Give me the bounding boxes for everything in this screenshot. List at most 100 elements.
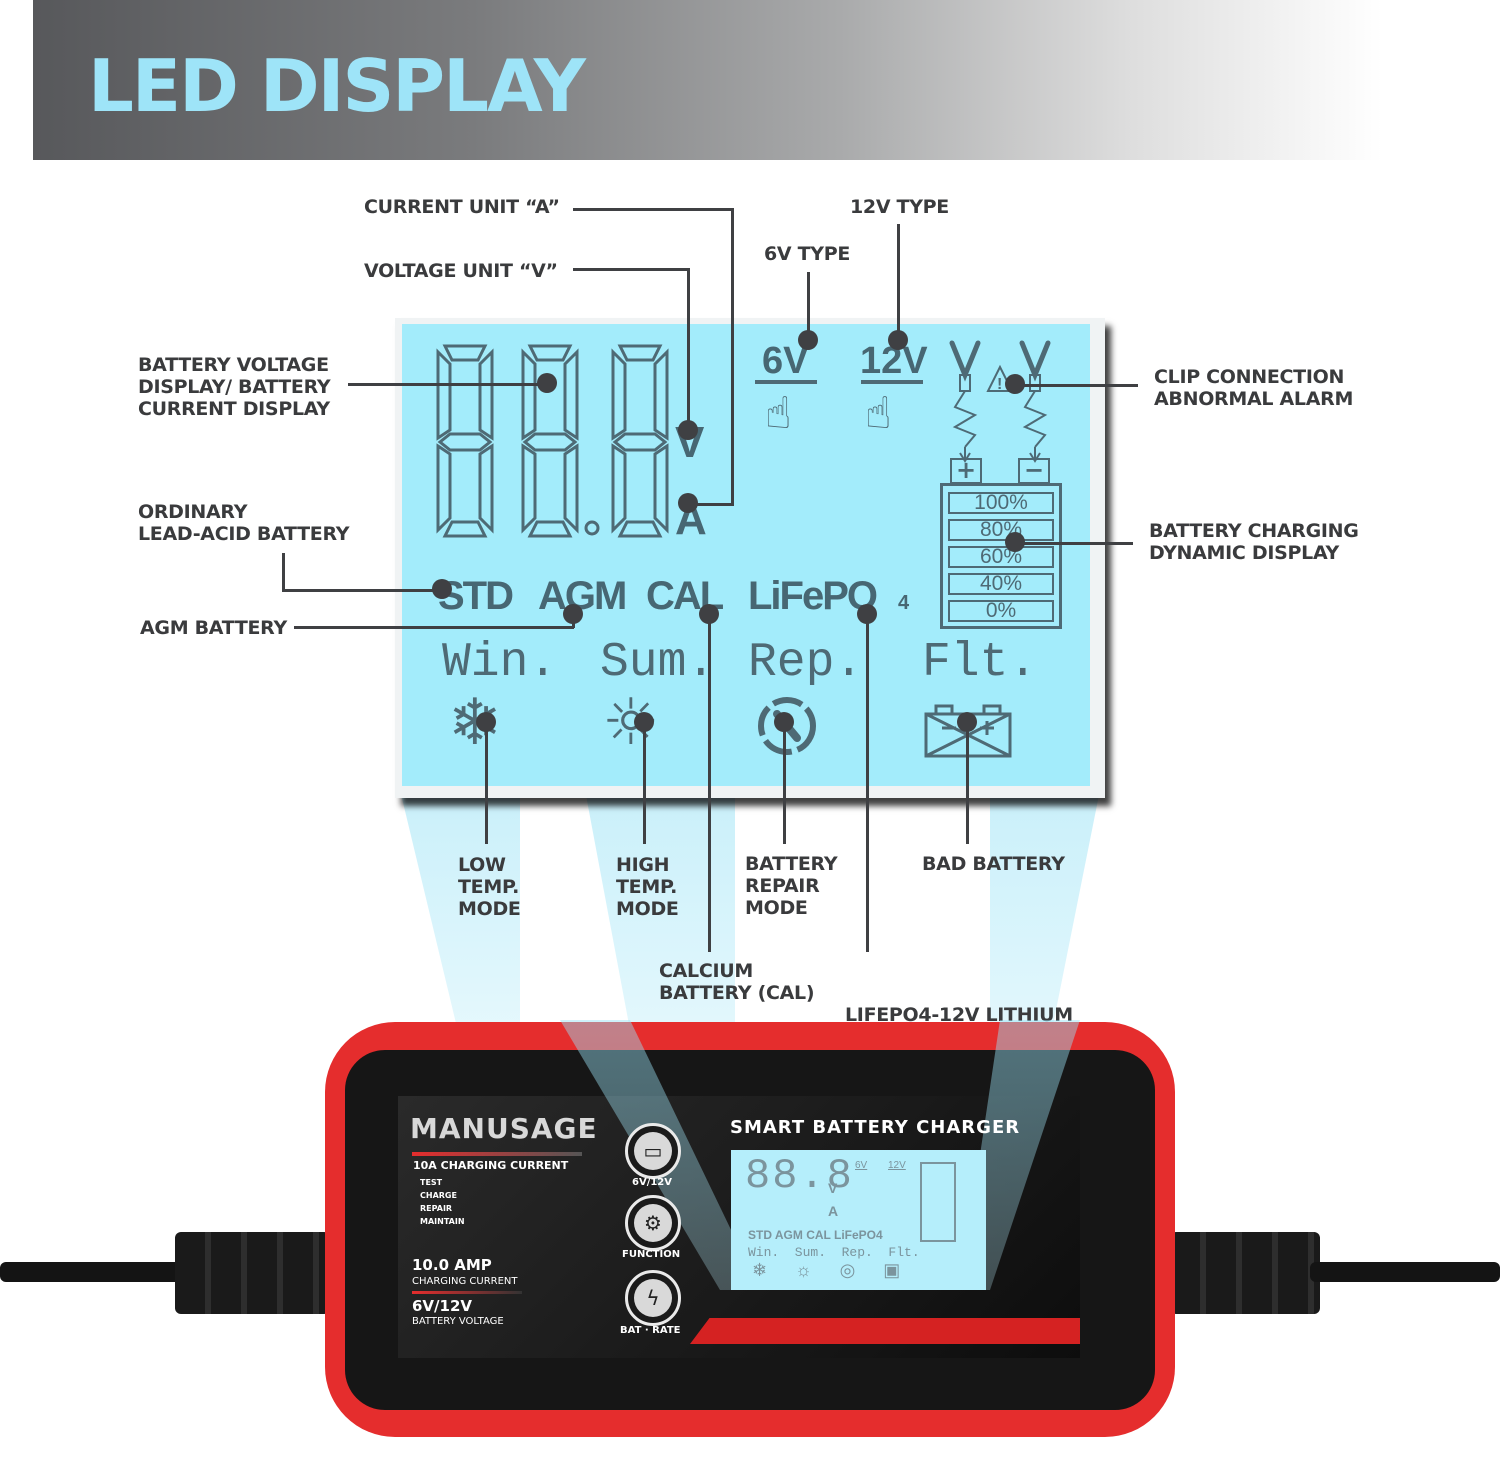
terminal-minus: − xyxy=(1018,458,1050,484)
device-lcd-a: A xyxy=(828,1203,839,1219)
seven-segment-digits-icon xyxy=(436,344,669,538)
feature-test: TEST xyxy=(420,1178,443,1187)
callout-line xyxy=(688,503,734,506)
callout-dot xyxy=(1005,374,1025,394)
feature-repair: REPAIR xyxy=(420,1204,453,1213)
callout-line xyxy=(1015,384,1138,387)
power-cable-left xyxy=(0,1262,185,1282)
hand-pointer-icon: ☝ xyxy=(865,388,892,439)
callout-lead-acid: ORDINARY LEAD-ACID BATTERY xyxy=(138,501,350,545)
device-lcd-12v: 12V xyxy=(888,1160,906,1171)
lcd-type-std: STD xyxy=(438,574,514,618)
amp-label: CHARGING CURRENT xyxy=(412,1276,518,1287)
callout-dot xyxy=(1005,532,1025,552)
callout-voltage-display: BATTERY VOLTAGE DISPLAY/ BATTERY CURRENT… xyxy=(138,354,331,420)
callout-line xyxy=(783,722,786,844)
device-title: SMART BATTERY CHARGER xyxy=(730,1117,1021,1138)
brand-logo: MANUSAGE xyxy=(410,1112,598,1145)
underline xyxy=(861,380,923,384)
underline xyxy=(755,380,817,384)
callout-calcium: CALCIUM BATTERY (CAL) xyxy=(659,960,815,1004)
strain-relief-right xyxy=(1170,1232,1320,1314)
battery-level-frame xyxy=(940,483,1062,629)
callout-line xyxy=(897,224,900,340)
callout-dot xyxy=(699,604,719,624)
6v-12v-button[interactable]: ▭ xyxy=(625,1123,681,1179)
terminal-plus: + xyxy=(950,458,982,484)
device-lcd-types: STD AGM CAL LiFePO4 xyxy=(748,1228,883,1242)
callout-12v-type: 12V TYPE xyxy=(850,196,949,218)
power-cable-right xyxy=(1310,1262,1500,1282)
lcd-mode-sum: Sum. xyxy=(600,636,716,690)
lightning-icon: ϟ xyxy=(634,1279,672,1317)
callout-line xyxy=(573,208,733,211)
callout-bad-battery: BAD BATTERY xyxy=(922,853,1065,875)
callout-line xyxy=(866,614,869,952)
feature-maintain: MAINTAIN xyxy=(420,1217,465,1226)
callout-line xyxy=(708,614,711,952)
callout-dot xyxy=(476,712,496,732)
battery-level-80: 80% xyxy=(948,519,1054,541)
function-button[interactable]: ⚙ xyxy=(625,1195,681,1251)
gear-icon: ⚙ xyxy=(634,1204,672,1242)
callout-voltage-unit: VOLTAGE UNIT “V” xyxy=(364,260,558,282)
lcd-mode-flt: Flt. xyxy=(922,636,1038,690)
callout-dot xyxy=(563,604,583,624)
6v-12v-button-label: 6V/12V xyxy=(632,1177,673,1188)
battery-level-40: 40% xyxy=(948,573,1054,595)
callout-dot xyxy=(634,712,654,732)
battery-level-0: 0% xyxy=(948,600,1054,622)
lcd-mode-win: Win. xyxy=(442,636,558,690)
callout-dot xyxy=(798,330,818,350)
lcd-type-lifepo: LiFePO xyxy=(748,574,878,618)
callout-agm: AGM BATTERY xyxy=(140,617,287,639)
callout-dot xyxy=(774,712,794,732)
battery-icon: ▭ xyxy=(634,1132,672,1170)
lcd-type-lifepo-subscript: 4 xyxy=(898,592,910,614)
header-banner xyxy=(33,0,1500,160)
callout-line xyxy=(966,722,969,844)
callout-charging-dynamic: BATTERY CHARGING DYNAMIC DISPLAY xyxy=(1149,520,1359,564)
callout-line xyxy=(643,722,646,844)
warning-icon xyxy=(990,367,991,368)
device-lcd-mode-icons: ❄☼◎▣ xyxy=(752,1260,929,1280)
callout-line xyxy=(282,553,285,591)
callout-repair: BATTERY REPAIR MODE xyxy=(745,853,838,919)
callout-dot xyxy=(678,420,698,440)
callout-line xyxy=(1015,542,1133,545)
amp-divider xyxy=(412,1291,522,1294)
device-lcd-v: V xyxy=(828,1180,838,1196)
bat-rate-button[interactable]: ϟ xyxy=(625,1270,681,1326)
amp-value: 10.0 AMP xyxy=(412,1256,492,1274)
svg-text:!: ! xyxy=(997,376,1002,393)
callout-dot xyxy=(957,712,977,732)
callout-high-temp: HIGH TEMP. MODE xyxy=(616,854,679,920)
strain-relief-left xyxy=(175,1232,330,1314)
red-accent-stripe xyxy=(690,1318,1080,1344)
callout-current-unit: CURRENT UNIT “A” xyxy=(364,196,560,218)
callout-line xyxy=(731,208,734,505)
callout-line xyxy=(807,272,810,340)
callout-clip-alarm: CLIP CONNECTION ABNORMAL ALARM xyxy=(1154,366,1354,410)
hand-pointer-icon: ☝ xyxy=(765,388,792,439)
bat-rate-button-label: BAT · RATE xyxy=(620,1325,681,1336)
callout-line xyxy=(294,626,574,629)
callout-line xyxy=(573,268,689,271)
device-lcd-6v: 6V xyxy=(855,1160,868,1171)
callout-line xyxy=(348,383,548,386)
feature-charge: CHARGE xyxy=(420,1191,457,1200)
callout-6v-type: 6V TYPE xyxy=(764,243,851,265)
device-lcd-modes: Win. Sum. Rep. Flt. xyxy=(748,1245,920,1260)
device-lcd-digits: 88.8 xyxy=(745,1152,854,1200)
brand-underline xyxy=(412,1152,582,1156)
device-lcd xyxy=(731,1150,986,1290)
voltage-value: 6V/12V xyxy=(412,1297,473,1315)
callout-line xyxy=(485,722,488,844)
callout-low-temp: LOW TEMP. MODE xyxy=(458,854,521,920)
callout-dot xyxy=(537,373,557,393)
voltage-label: BATTERY VOLTAGE xyxy=(412,1316,504,1327)
battery-level-100: 100% xyxy=(948,492,1054,514)
callout-dot xyxy=(888,330,908,350)
device-lcd-battery-icon xyxy=(920,1162,956,1242)
callout-dot xyxy=(432,579,452,599)
